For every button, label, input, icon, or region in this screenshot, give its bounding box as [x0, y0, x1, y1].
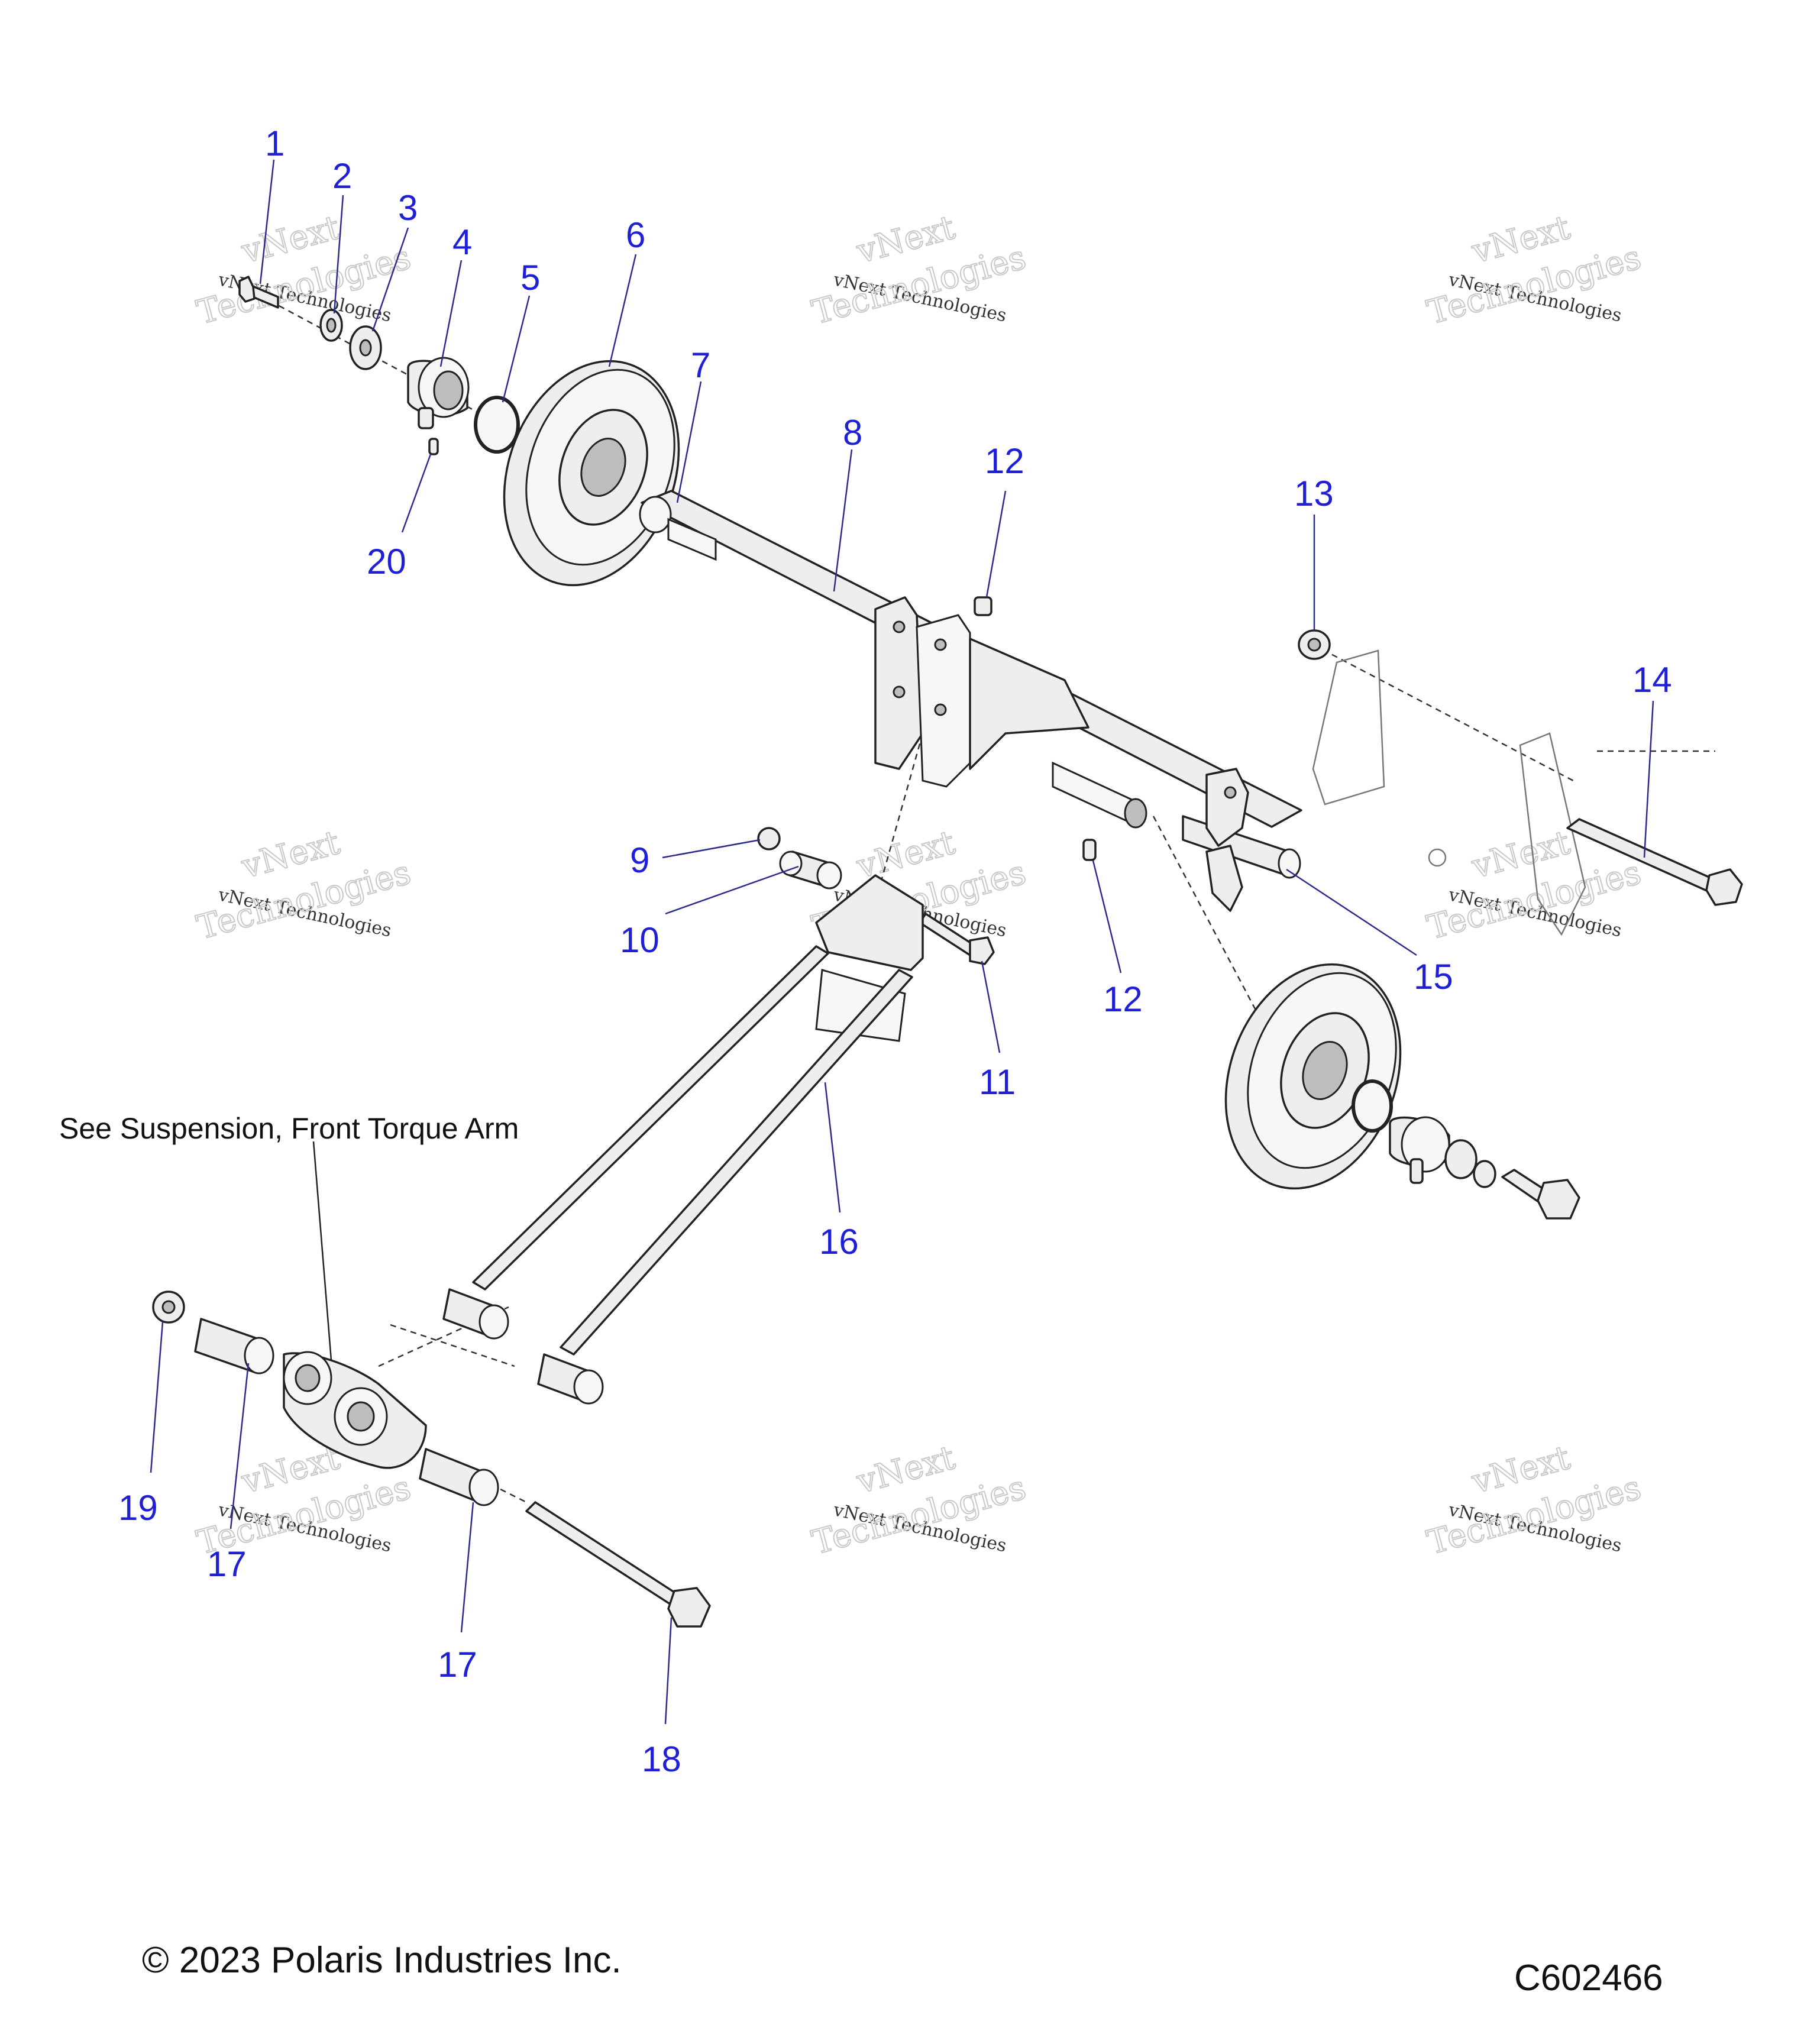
watermark: vNext vNext Technologies Technologies	[192, 208, 415, 333]
watermark: vNext vNext Technologies Technologies	[807, 1438, 1030, 1563]
torque-arm-16	[442, 874, 924, 1405]
parts-illustration	[152, 276, 1743, 1628]
spacer-17	[194, 1318, 274, 1374]
part-label-19: 19	[118, 1488, 158, 1528]
part-label-7: 7	[691, 345, 710, 385]
leader-14	[1643, 700, 1654, 858]
watermarks: vNext vNext Technologies Technologies vN…	[192, 208, 1645, 1563]
nut-9	[757, 827, 781, 850]
part-label-8: 8	[843, 413, 862, 452]
leader-19	[150, 1321, 164, 1473]
leader-2	[333, 195, 344, 314]
part-label-6: 6	[626, 215, 645, 255]
nut-13	[1298, 629, 1331, 660]
leader-9	[662, 839, 761, 859]
washer-2-hole	[326, 318, 337, 333]
bolt-1	[238, 276, 279, 309]
part-label-2: 2	[332, 156, 352, 196]
part-label-1: 1	[265, 124, 284, 163]
washer-right	[1444, 1139, 1477, 1179]
part-label-17: 17	[207, 1544, 247, 1584]
watermark: vNext vNext Technologies Technologies	[192, 823, 415, 948]
assembly-guide-line	[390, 1324, 515, 1367]
part-label-11: 11	[979, 1062, 1016, 1102]
note-leader	[312, 1141, 332, 1361]
part-label-16: 16	[819, 1222, 859, 1262]
grease-fitting-12	[1082, 839, 1097, 861]
front-torque-arm-mount	[283, 1351, 427, 1469]
part-label-13: 13	[1294, 474, 1334, 513]
leader-17a	[229, 1363, 250, 1529]
part-label-12: 12	[985, 441, 1024, 481]
watermark: vNext vNext Technologies Technologies	[807, 208, 1030, 333]
assembly-guide-line	[490, 1483, 527, 1503]
mounting-bracket	[874, 596, 1249, 912]
copyright-text: © 2023 Polaris Industries Inc.	[142, 1940, 622, 1981]
leader-7	[676, 381, 702, 503]
leader-1	[259, 159, 275, 284]
part-label-5: 5	[520, 258, 540, 297]
idler-wheel-right	[1224, 963, 1402, 1190]
leader-3	[371, 227, 409, 332]
spacer-10	[779, 850, 842, 890]
part-number-labels: 1 2 3 4 5 6 7 8 12 20 13 14 9 10 12 15 1…	[118, 124, 1672, 1779]
part-label-12-lower: 12	[1103, 979, 1143, 1019]
leader-5	[502, 295, 531, 403]
rail-outline	[1312, 649, 1586, 936]
leader-10	[665, 865, 799, 915]
grease-fitting-12	[974, 596, 992, 616]
part-label-14: 14	[1632, 660, 1672, 700]
part-label-15: 15	[1414, 957, 1453, 997]
leader-16	[824, 1082, 841, 1213]
washer-3-hole	[359, 339, 372, 357]
leader-15	[1286, 868, 1417, 956]
pin-20	[428, 438, 439, 455]
assembly-guide-line	[1312, 643, 1574, 782]
bolt-18	[525, 1501, 711, 1628]
part-label-18: 18	[642, 1739, 681, 1779]
part-label-9: 9	[630, 840, 649, 880]
washer-right-small	[1473, 1160, 1496, 1188]
bolt-14	[1566, 818, 1743, 906]
leader-18	[664, 1617, 673, 1725]
spacer-17-lower	[419, 1448, 499, 1506]
o-ring-5	[474, 396, 520, 454]
idler-wheel-6	[503, 360, 680, 587]
nut-19	[152, 1291, 185, 1324]
reference-note: See Suspension, Front Torque Arm	[59, 1112, 519, 1145]
part-label-4: 4	[452, 222, 472, 262]
watermark: vNext vNext Technologies Technologies	[1422, 208, 1645, 333]
bushing-right	[1389, 1116, 1450, 1184]
part-label-17-lower: 17	[438, 1645, 477, 1684]
part-label-10: 10	[620, 920, 659, 960]
part-label-20: 20	[367, 542, 406, 581]
bushing-end	[537, 1353, 604, 1405]
leader-12b	[1092, 860, 1122, 974]
leader-17b	[460, 1502, 474, 1633]
bolt-right	[1501, 1169, 1580, 1220]
watermark: vNext vNext Technologies Technologies	[1422, 1438, 1645, 1563]
leader-11	[981, 960, 1001, 1053]
part-label-3: 3	[398, 188, 418, 228]
leader-12a	[985, 490, 1007, 598]
leader-20	[401, 454, 432, 533]
bushing-end	[442, 1288, 509, 1340]
diagram-code: C602466	[1514, 1958, 1663, 1998]
leader-lines	[150, 159, 1654, 1725]
leader-4	[439, 260, 463, 367]
assembly-guide-line	[1152, 816, 1267, 1030]
o-ring-right	[1352, 1079, 1393, 1133]
leader-6	[608, 254, 637, 367]
leader-8	[833, 449, 853, 592]
bushing-4	[407, 357, 470, 429]
